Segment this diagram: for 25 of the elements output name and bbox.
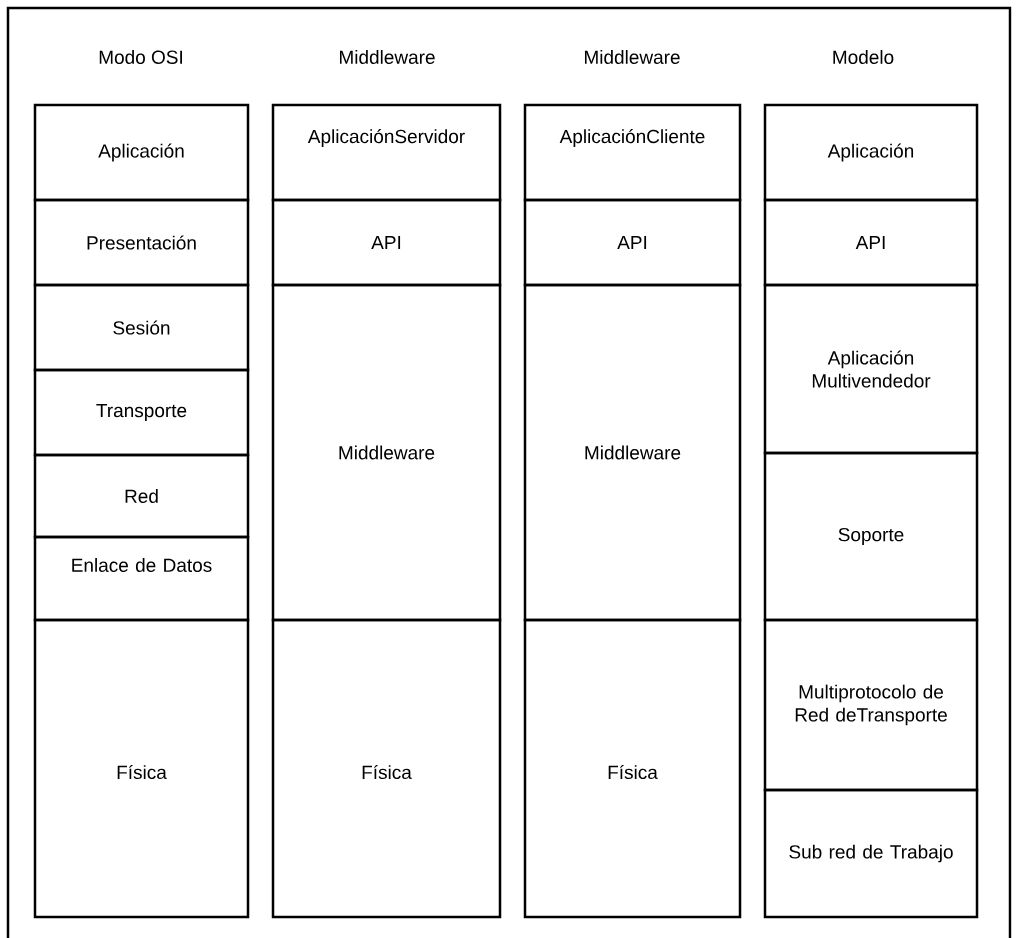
layer-box: Física [271, 618, 502, 919]
layer-box: Física [523, 618, 742, 919]
layer-box: Transporte [33, 368, 250, 457]
layer-box: Aplicación [33, 103, 250, 202]
column-heading: Modo OSI [99, 50, 182, 64]
layer-box: Middleware [271, 283, 502, 622]
layer-box: Enlace de Datos [33, 535, 250, 622]
layer-box: Sesión [33, 283, 250, 372]
layer-box: Presentación [33, 198, 250, 287]
column-heading: Middleware [585, 50, 680, 64]
layer-box: API [763, 198, 979, 287]
layer-box: API [523, 198, 742, 287]
layer-box: Sub red de Trabajo [763, 788, 979, 919]
column-heading: Modelo [833, 50, 894, 64]
layer-box: Soporte [763, 451, 979, 622]
layer-box: Red [33, 453, 250, 539]
layer-box: Aplicación Multivendedor [763, 283, 979, 455]
layer-box: Física [33, 618, 250, 919]
layer-box: AplicaciónCliente [523, 103, 742, 202]
column-heading: Middleware [340, 50, 435, 64]
layer-box: Aplicación [763, 103, 979, 202]
layer-box: Middleware [523, 283, 742, 622]
layer-box: API [271, 198, 502, 287]
layer-box: AplicaciónServidor [271, 103, 502, 202]
layer-box: Multiprotocolo de Red deTransporte [763, 618, 979, 792]
